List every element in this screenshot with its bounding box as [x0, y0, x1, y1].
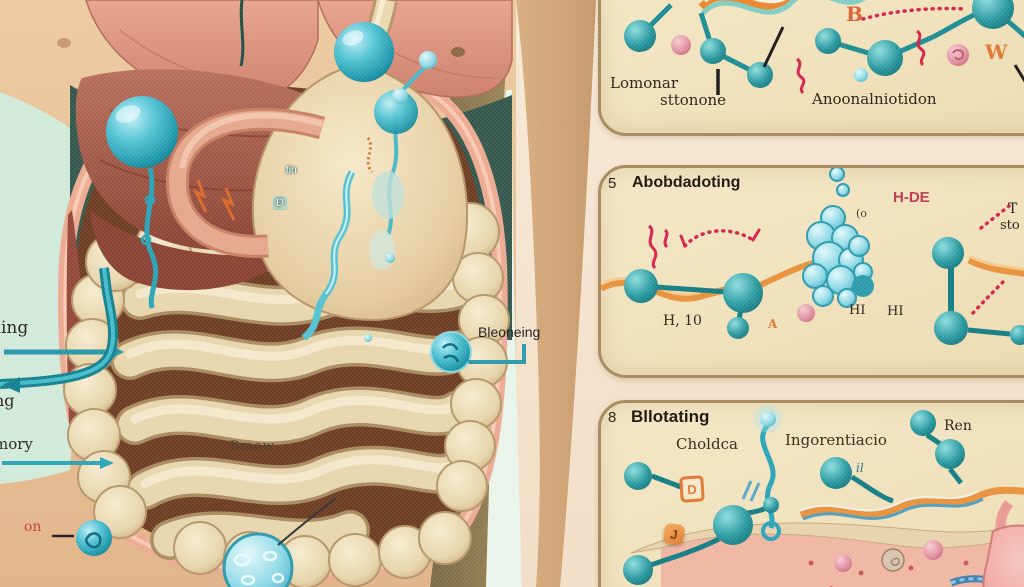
red-squiggles-icon	[795, 29, 926, 95]
panel2-label-hde: H-DE	[893, 189, 930, 206]
nipple-left	[57, 38, 71, 48]
gas-bubble-cluster-icon	[802, 168, 874, 308]
panel1-letter-w: W	[985, 40, 1008, 64]
left-label-mid: ng	[0, 391, 15, 410]
irritation-flames-icon	[192, 137, 374, 221]
panel3-label-ingo: Ingorentiacio	[785, 431, 887, 449]
panel3-label-choldca: Choldca	[676, 435, 738, 453]
bloating-badge-icon	[430, 331, 526, 373]
red-dotted-trail	[861, 6, 967, 21]
red-squiggles-icon	[647, 224, 669, 270]
molecule-spheres	[624, 0, 1014, 88]
gas-bubble-large-icon	[222, 497, 337, 587]
panel2-label-h10: H, 10	[663, 313, 702, 329]
pointer-arrows	[0, 267, 124, 469]
panel1-word1: Lomonar	[610, 74, 679, 92]
panel2-title: Abobdadoting	[632, 174, 741, 191]
stomach-glyph-b: D	[273, 197, 287, 210]
gas-tubes	[644, 423, 963, 570]
panel-3-art	[623, 405, 1024, 587]
arm	[516, 0, 596, 587]
duodenum	[165, 107, 326, 258]
panel2-number: 5	[608, 175, 617, 192]
panel2-label-hi2: HI	[887, 304, 904, 319]
panel1-word2: sttonone	[660, 91, 727, 109]
left-label-on: on	[24, 519, 42, 535]
panel-2-art	[601, 168, 1024, 345]
panel2-label-hi1: HI	[849, 303, 866, 318]
panel2-label-sto: sto	[1000, 218, 1020, 233]
panel-1	[598, 0, 1024, 136]
panel3-label-il: il	[856, 461, 864, 475]
molecule-spheres	[623, 405, 965, 585]
panel-2	[598, 165, 1024, 378]
panel3-badge-d: D	[679, 475, 705, 503]
panel3-number: 8	[608, 409, 617, 426]
stomach-small-icon	[982, 500, 1024, 587]
left-label-memory: mory	[0, 435, 33, 453]
ribbon-strand-icon	[698, 0, 866, 15]
panel-3	[598, 400, 1024, 587]
red-dotted-arrows-icon	[679, 204, 1011, 315]
stomach-glyph-a: tin	[286, 165, 297, 176]
pointer-lines	[716, 26, 1024, 95]
bloating-label: Bleoneing	[478, 324, 541, 340]
panel3-title: Bllotating	[631, 407, 710, 426]
panel1-word3: Anoonalniotidon	[812, 90, 937, 108]
ribbon-strand-icon	[798, 486, 1024, 521]
molecule-spheres	[624, 237, 1024, 345]
torso-illustration	[0, 0, 596, 587]
left-label-top: ning	[0, 318, 29, 338]
panel2-label-t: T	[1008, 201, 1018, 217]
panel3-badge-j: J	[662, 522, 686, 546]
bottom-left-badge-icon	[52, 520, 112, 556]
intestine-label: Bmow	[230, 439, 275, 454]
panel-1-art	[624, 0, 1024, 95]
nipple-right	[451, 47, 465, 57]
gas-bubbles	[106, 22, 437, 342]
panel2-label-a: A	[768, 317, 778, 331]
panel2-label-paren: (o	[856, 207, 867, 220]
panel3-label-ren: Ren	[944, 418, 972, 434]
panel1-letter-b: B	[846, 2, 863, 26]
shell-icon	[881, 548, 905, 572]
